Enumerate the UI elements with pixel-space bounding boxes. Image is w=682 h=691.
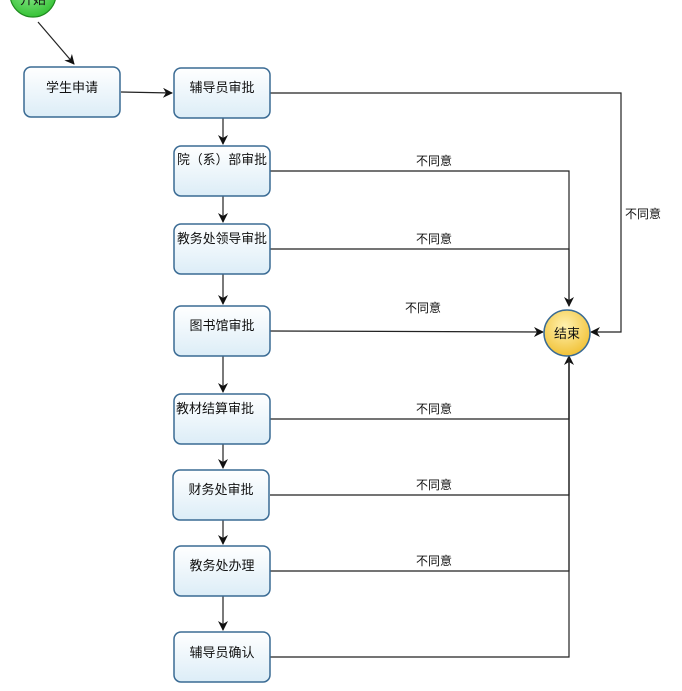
label-reject-leader: 不同意 [416, 231, 452, 246]
step-academic-office-handle-label: 教务处办理 [189, 558, 254, 574]
step-student-apply-label: 学生申请 [46, 80, 98, 96]
step-counselor-approve: 辅导员审批 [173, 67, 271, 119]
start-node: 开始 [10, 0, 56, 18]
edge-counselor-reject [270, 92, 622, 337]
step-student-apply: 学生申请 [23, 66, 121, 118]
step-finance-approve-label: 财务处审批 [188, 482, 253, 498]
end-node: 结束 [543, 309, 591, 357]
label-reject-library: 不同意 [405, 300, 441, 315]
label-reject-counselor: 不同意 [625, 206, 661, 221]
edge-office-reject [270, 356, 570, 572]
edge-confirm-to-end [270, 356, 570, 658]
edge-apply-to-counselor [120, 87, 173, 98]
edge-finance-reject [270, 356, 570, 496]
edge-leader-reject [270, 248, 570, 306]
label-reject-finance: 不同意 [416, 477, 452, 492]
step-academic-leader-approve: 教务处领导审批 [173, 223, 271, 275]
step-department-approve: 院（系）部审批 [173, 145, 271, 197]
label-reject-textbook: 不同意 [416, 401, 452, 416]
step-academic-office-handle: 教务处办理 [173, 545, 271, 597]
edge-library-reject [269, 326, 544, 337]
step-textbook-settle-approve: 教材结算审批 [173, 393, 271, 445]
step-department-approve-label: 院（系）部审批 [177, 153, 267, 168]
step-academic-leader-approve-label: 教务处领导审批 [177, 231, 267, 247]
step-counselor-confirm-label: 辅导员确认 [189, 646, 254, 661]
step-textbook-settle-approve-label: 教材结算审批 [176, 401, 254, 417]
label-reject-office: 不同意 [416, 553, 452, 568]
step-library-approve-label: 图书馆审批 [189, 319, 254, 334]
label-reject-dept: 不同意 [416, 153, 452, 168]
start-label: 开始 [20, 0, 46, 8]
step-library-approve: 图书馆审批 [173, 305, 271, 357]
end-label: 结束 [554, 327, 580, 342]
edge-start-to-apply [37, 21, 75, 65]
step-counselor-approve-label: 辅导员审批 [189, 81, 254, 96]
step-counselor-confirm: 辅导员确认 [173, 631, 271, 683]
step-finance-approve: 财务处审批 [172, 469, 270, 521]
